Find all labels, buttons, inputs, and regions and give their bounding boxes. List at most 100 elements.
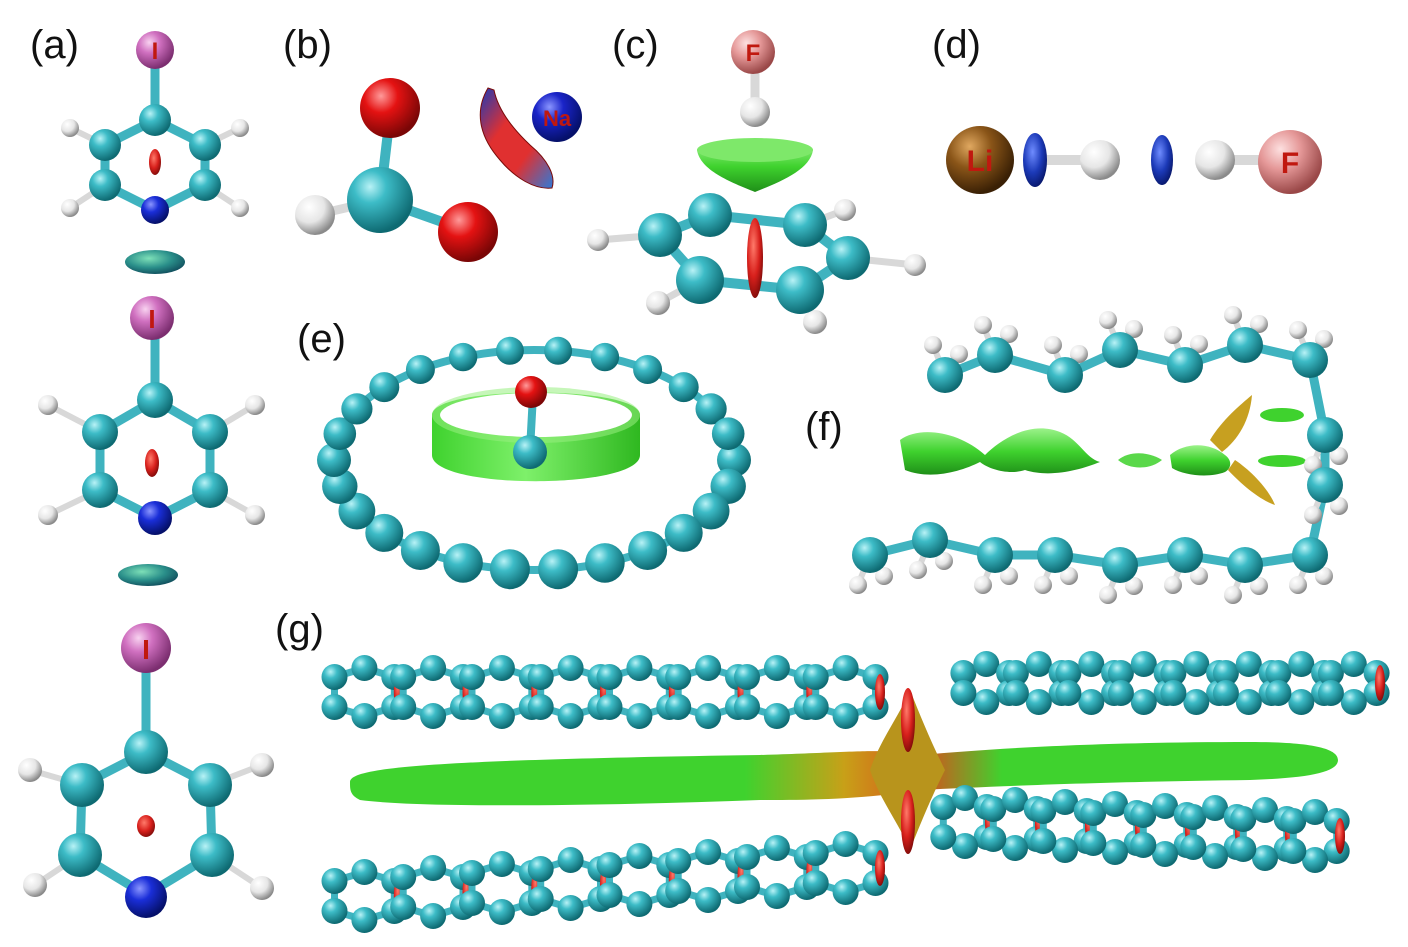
carbon-atom xyxy=(488,703,515,729)
carbon-atom xyxy=(590,342,620,372)
carbon-atom xyxy=(1002,835,1028,861)
carbon-atom xyxy=(405,355,435,384)
hydrogen-atom xyxy=(1250,577,1268,595)
carbon-atom xyxy=(1055,660,1082,686)
hydrogen-atom xyxy=(1060,567,1078,585)
carbon-atom xyxy=(557,703,584,729)
carbon-atom xyxy=(321,868,348,894)
carbon-atom xyxy=(692,492,730,530)
hydrogen-atom xyxy=(1315,330,1333,348)
carbon-atom xyxy=(1030,798,1057,824)
carbon-atom xyxy=(317,443,351,477)
carbon-atom xyxy=(448,342,478,372)
carbon-atom xyxy=(596,882,623,908)
panel-label-d: (d) xyxy=(932,23,981,67)
hydrogen-atom xyxy=(1000,325,1018,343)
carbon-atom xyxy=(1102,839,1128,865)
carbon-atom xyxy=(1317,680,1344,706)
carbon-atom xyxy=(852,537,888,573)
carbon-atom xyxy=(1202,795,1228,821)
carbon-atom xyxy=(665,848,692,874)
hydrogen-atom xyxy=(924,336,942,354)
carbon-atom xyxy=(420,903,447,929)
carbon-atom xyxy=(802,870,829,896)
panel-label-e: (e) xyxy=(297,317,346,361)
carbon-atom xyxy=(977,337,1013,373)
carbon-atom xyxy=(1078,651,1105,677)
carbon-atom xyxy=(459,664,485,690)
carbon-atom xyxy=(557,655,584,681)
carbon-atom xyxy=(351,859,378,885)
hydrogen-atom xyxy=(1190,567,1208,585)
carbon-atom xyxy=(1078,689,1105,715)
carbon-atom xyxy=(351,655,378,681)
carbon-atom xyxy=(763,883,790,909)
panel-label-a: (a) xyxy=(30,23,79,67)
carbon-atom xyxy=(927,357,963,393)
carbon-atom xyxy=(952,833,978,859)
panel-label-c: (c) xyxy=(612,23,659,67)
carbon-atom xyxy=(488,899,515,925)
hydrogen-atom xyxy=(1099,311,1117,329)
carbon-atom xyxy=(365,513,404,552)
carbon-atom xyxy=(1025,651,1052,677)
carbon-atom xyxy=(527,886,554,912)
carbon-atom xyxy=(1167,537,1203,573)
carbon-atom xyxy=(1037,537,1073,573)
carbon-atom xyxy=(1230,836,1257,862)
carbon-atom xyxy=(1340,651,1367,677)
carbon-atom xyxy=(1130,651,1157,677)
hydrogen-atom xyxy=(1224,306,1242,324)
carbon-atom xyxy=(1180,834,1207,860)
carbon-atom xyxy=(1025,689,1052,715)
red-isosurface xyxy=(1335,818,1345,854)
carbon-atom xyxy=(1183,651,1210,677)
hydrogen-atom xyxy=(974,576,992,594)
carbon-atom xyxy=(459,890,485,916)
carbon-atom xyxy=(763,655,790,681)
hydrogen-atom xyxy=(1125,577,1143,595)
hydrogen-atom xyxy=(1289,321,1307,339)
atom-label-fluorine-d: F xyxy=(1281,147,1299,180)
carbon-atom xyxy=(369,372,400,403)
carbon-atom xyxy=(950,680,977,706)
carbon-atom xyxy=(420,855,447,881)
carbon-atom xyxy=(973,651,1000,677)
carbon-atom xyxy=(1307,467,1343,503)
carbon-atom xyxy=(1202,843,1228,869)
carbon-atom xyxy=(950,660,977,686)
carbon-atom xyxy=(1227,547,1263,583)
carbon-atom xyxy=(527,664,554,690)
carbon-atom xyxy=(626,891,653,917)
panel-label-b: (b) xyxy=(283,23,332,67)
carbon-atom xyxy=(1152,793,1178,819)
carbon-atom xyxy=(734,874,760,900)
carbon-atom xyxy=(1160,660,1187,686)
carbon-atom xyxy=(695,839,722,865)
red-isosurface xyxy=(875,850,885,886)
carbon-atom xyxy=(832,655,859,681)
carbon-atom xyxy=(557,847,584,873)
carbon-atom xyxy=(390,664,417,690)
carbon-atom xyxy=(665,878,692,904)
carbon-atom xyxy=(351,703,378,729)
hydrogen-atom xyxy=(1034,576,1052,594)
carbon-atom xyxy=(390,694,417,720)
atom-label-iodine-a-middle: I xyxy=(148,304,155,334)
carbon-atom xyxy=(1235,689,1262,715)
panel-label-g: (g) xyxy=(275,607,324,651)
carbon-atom xyxy=(832,831,859,857)
atom-label-lithium: Li xyxy=(967,145,994,178)
panel-c-hf-benzene xyxy=(587,30,926,334)
carbon-atom xyxy=(400,531,440,570)
hydrogen-atom xyxy=(875,567,893,585)
carbon-atom xyxy=(1052,837,1078,863)
carbon-atom xyxy=(351,907,378,933)
hydrogen-atom xyxy=(1330,447,1348,465)
hydrogen-atom xyxy=(1125,320,1143,338)
carbon-atom xyxy=(1052,789,1078,815)
carbon-atom xyxy=(538,549,579,590)
carbon-atom xyxy=(1055,680,1082,706)
carbon-atom xyxy=(488,655,515,681)
carbon-atom xyxy=(832,703,859,729)
